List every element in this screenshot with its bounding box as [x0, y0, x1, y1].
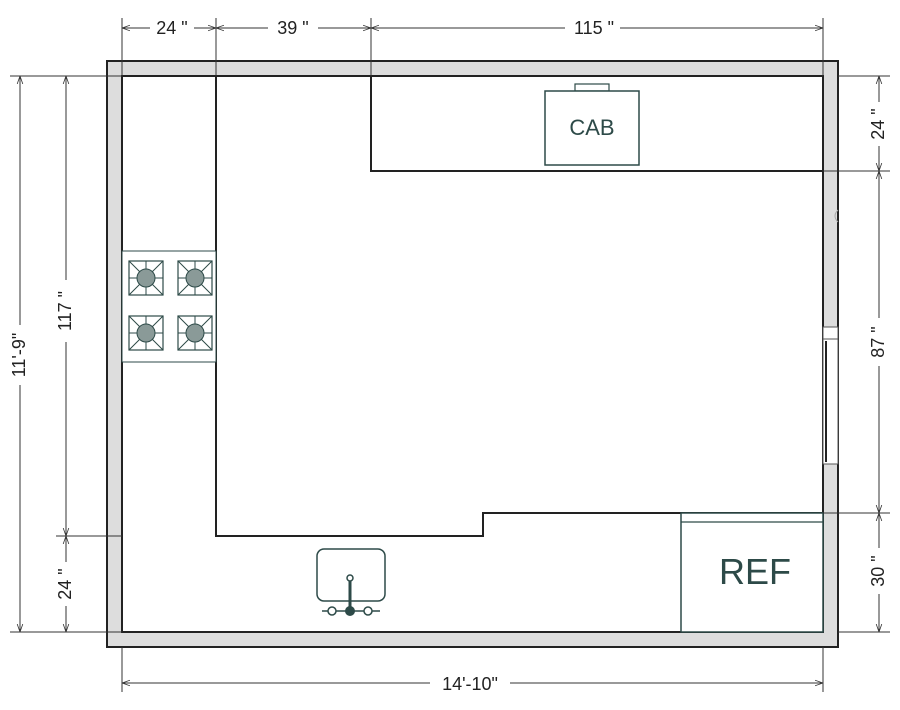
dim-top-right: 115 " — [574, 18, 614, 38]
dim-top-left: 24 " — [156, 18, 187, 38]
faucet-icon — [322, 574, 380, 616]
cabinet-label: CAB — [569, 115, 614, 140]
burner-icon — [128, 260, 164, 296]
cooktop — [121, 250, 217, 363]
dim-left-upper: 117 " — [55, 291, 75, 331]
dim-right-top: 24 " — [868, 108, 888, 139]
burner-icon — [177, 315, 213, 351]
burner-icon — [177, 260, 213, 296]
dim-left-lower: 24 " — [55, 568, 75, 599]
window-right-wall — [822, 209, 839, 465]
dim-bottom-total: 14'-10" — [442, 674, 498, 694]
burner-icon — [128, 315, 164, 351]
sink — [316, 548, 386, 616]
dimension-lines — [10, 18, 890, 692]
dim-right-middle: 87 " — [868, 326, 888, 357]
dim-left-total: 11'-9" — [9, 333, 29, 378]
counters — [122, 75, 823, 537]
dim-top-middle: 39 " — [277, 18, 308, 38]
fridge-label: REF — [719, 551, 791, 592]
dim-right-bottom: 30 " — [868, 555, 888, 586]
cabinet: CAB — [544, 83, 640, 166]
refrigerator: REF — [680, 512, 824, 633]
dimension-labels: 24 " 39 " 115 " 14'-10" 11'-9" 117 " 24 … — [9, 18, 888, 694]
countertop-outline — [122, 75, 823, 537]
